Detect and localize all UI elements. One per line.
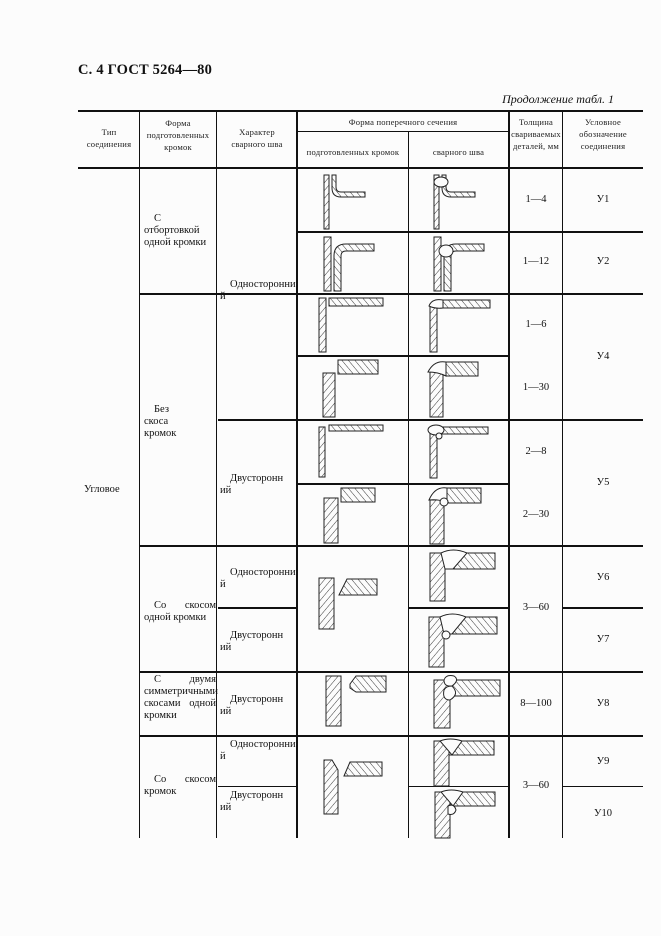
weld-two-sided: Двусторонний	[220, 694, 284, 717]
thickness-value: 8—100	[520, 698, 552, 709]
designation-value: У9	[596, 756, 610, 767]
weld-one-sided: Односторонний	[220, 567, 296, 590]
weld-two-sided: Двусторонний	[220, 473, 284, 496]
weld-drawing-y10	[434, 789, 496, 839]
page-header: С. 4 ГОСТ 5264—80	[78, 62, 213, 78]
header-joint-type: Тип соединения	[86, 127, 132, 149]
weld-drawing-y1	[433, 174, 476, 230]
weld-drawing-y8	[433, 675, 501, 729]
edge-form-double-bevel: С двумя симметричными скосами одной кром…	[144, 674, 219, 721]
row-divider	[139, 545, 643, 547]
weld-drawing-y9	[433, 738, 495, 787]
thickness-value: 1—12	[522, 256, 550, 267]
weld-drawing-y5b	[428, 487, 482, 545]
row-divider	[297, 483, 508, 485]
row-divider	[139, 671, 643, 673]
weld-two-sided: Двусторонний	[220, 630, 284, 653]
row-divider	[139, 293, 643, 295]
row-divider	[562, 607, 643, 609]
thickness-value: 1—4	[525, 194, 547, 205]
weld-drawing-y4a	[428, 299, 491, 353]
row-divider	[218, 419, 643, 421]
designation-value: У5	[596, 477, 610, 488]
edge-drawing-y4a	[318, 297, 384, 353]
row-divider	[297, 231, 643, 233]
col-divider	[139, 110, 140, 838]
header-bottom-border	[78, 167, 643, 169]
edge-drawing-y5b	[323, 487, 376, 544]
thickness-value: 2—8	[525, 446, 547, 457]
row-divider	[218, 786, 298, 787]
designation-value: У4	[596, 351, 610, 362]
joint-type-value: Угловое	[84, 484, 120, 495]
weld-one-sided: Односторонний	[220, 279, 296, 302]
header-weld-seam: сварного шва	[432, 147, 485, 157]
weld-one-sided: Односторонний	[220, 739, 296, 762]
header-weld-character: Характер сварного шва	[231, 127, 283, 149]
header-edge-form: Форма подготовленных кромок	[146, 118, 210, 152]
edge-drawing-y8	[325, 675, 387, 727]
edge-form-bevel-edges: Со скосом кромок	[144, 774, 216, 797]
edge-drawing-y1	[323, 174, 366, 230]
edge-form-no-bevel: Без скоса кромок	[144, 404, 177, 439]
header-cross-section: Форма поперечного сечения	[348, 117, 458, 127]
designation-value: У2	[596, 256, 610, 267]
edge-drawing-y9-y10	[323, 759, 383, 815]
header-subdivider	[297, 131, 508, 132]
edge-drawing-y4b	[322, 359, 379, 418]
thickness-value: 1—30	[522, 382, 550, 393]
edge-drawing-y2	[323, 236, 375, 292]
designation-value: У10	[594, 808, 612, 819]
col-divider	[562, 110, 563, 838]
weld-drawing-y2	[433, 236, 485, 292]
header-prepared-edges: подготовленных кромок	[306, 147, 400, 157]
row-divider	[139, 735, 643, 737]
weld-two-sided: Двусторонний	[220, 790, 284, 813]
thickness-value: 3—60	[522, 602, 550, 613]
row-divider	[562, 786, 643, 787]
col-divider	[508, 110, 510, 838]
table-top-border	[78, 110, 643, 112]
row-divider	[408, 786, 508, 787]
thickness-value: 2—30	[522, 509, 550, 520]
col-divider	[408, 131, 409, 838]
col-divider	[296, 110, 298, 838]
weld-drawing-y4b	[427, 361, 479, 418]
thickness-value: 3—60	[522, 780, 550, 791]
weld-drawing-y5a	[427, 424, 489, 479]
designation-value: У7	[596, 634, 610, 645]
thickness-value: 1—6	[525, 319, 547, 330]
edge-form-flanged: С отбортовкой одной кромки	[144, 213, 207, 248]
continuation-label: Продолжение табл. 1	[502, 92, 614, 106]
weld-drawing-y7	[428, 613, 498, 668]
col-divider	[216, 110, 217, 838]
edge-drawing-y6-y7	[318, 577, 378, 630]
weld-drawing-y6	[429, 549, 496, 602]
designation-value: У1	[596, 194, 610, 205]
header-designation: Условное обозначение соединения	[579, 117, 627, 151]
designation-value: У8	[596, 698, 610, 709]
designation-value: У6	[596, 572, 610, 583]
row-divider	[218, 607, 298, 609]
row-divider	[408, 607, 508, 609]
row-divider	[297, 355, 508, 357]
edge-drawing-y5a	[318, 424, 384, 478]
header-thickness: Толщина свариваемых деталей, мм	[511, 117, 561, 151]
edge-form-single-bevel: Со скосом одной кромки	[144, 600, 216, 623]
